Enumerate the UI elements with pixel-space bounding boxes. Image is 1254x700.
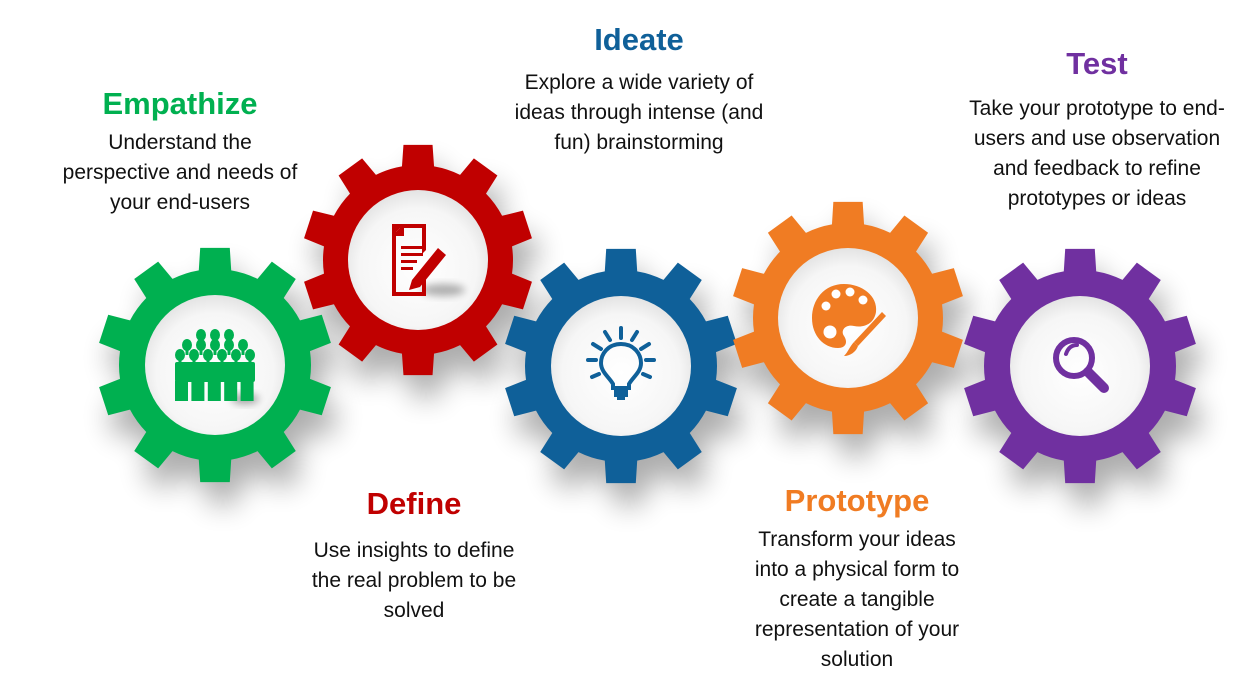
description-line: create a tangible xyxy=(779,588,935,611)
lightbulb-icon xyxy=(586,326,656,400)
description-line: representation of your xyxy=(754,618,960,641)
gear-ideate xyxy=(505,248,737,484)
description-line: fun) brainstorming xyxy=(554,131,724,154)
stage-title: Test xyxy=(1066,46,1128,81)
description-line: the real problem to be xyxy=(311,569,517,592)
description-line: Take your prototype to end- xyxy=(969,97,1225,120)
gear-prototype xyxy=(733,201,963,435)
stage-description: Explore a wide variety of ideas through … xyxy=(480,68,798,158)
stage-title: Ideate xyxy=(594,22,684,57)
stage-title: Empathize xyxy=(102,86,258,121)
stage-label-define: Define Use insights to define the real p… xyxy=(280,486,548,626)
stage-label-empathize: Empathize Understand the perspective and… xyxy=(40,86,320,218)
stage-description: Use insights to define the real problem … xyxy=(280,536,548,626)
gear-empathize xyxy=(99,247,331,483)
group-of-people-icon xyxy=(175,329,259,404)
stage-title: Prototype xyxy=(784,483,930,518)
description-line: prototypes or ideas xyxy=(1007,187,1187,210)
description-line: solved xyxy=(383,599,445,622)
stage-description: Take your prototype to end- users and us… xyxy=(940,94,1254,214)
document-edit-icon xyxy=(392,224,465,296)
description-line: perspective and needs of xyxy=(62,161,298,184)
description-line: Transform your ideas xyxy=(758,528,956,551)
description-line: users and use observation xyxy=(973,127,1221,150)
description-line: and feedback to refine xyxy=(993,157,1201,180)
description-line: Understand the xyxy=(108,131,252,154)
gear-center xyxy=(551,296,691,436)
description-line: Explore a wide variety of xyxy=(524,71,754,94)
description-line: solution xyxy=(820,648,894,671)
stage-label-ideate: Ideate Explore a wide variety of ideas t… xyxy=(480,22,798,158)
description-line: into a physical form to xyxy=(754,558,960,581)
stage-title: Define xyxy=(366,486,462,521)
stage-description: Transform your ideas into a physical for… xyxy=(712,525,1002,675)
description-line: ideas through intense (and xyxy=(514,101,764,124)
magnifying-glass-icon xyxy=(1053,337,1109,393)
gear-test xyxy=(964,248,1196,484)
stage-description: Understand the perspective and needs of … xyxy=(40,128,320,218)
description-line: Use insights to define xyxy=(313,539,515,562)
gear-define xyxy=(304,144,532,376)
paint-palette-icon xyxy=(812,284,886,356)
gear-center xyxy=(1010,296,1150,436)
description-line: your end-users xyxy=(109,191,251,214)
gear-center xyxy=(348,190,488,330)
stage-label-test: Test Take your prototype to end- users a… xyxy=(940,46,1254,214)
stage-label-prototype: Prototype Transform your ideas into a ph… xyxy=(712,483,1002,675)
